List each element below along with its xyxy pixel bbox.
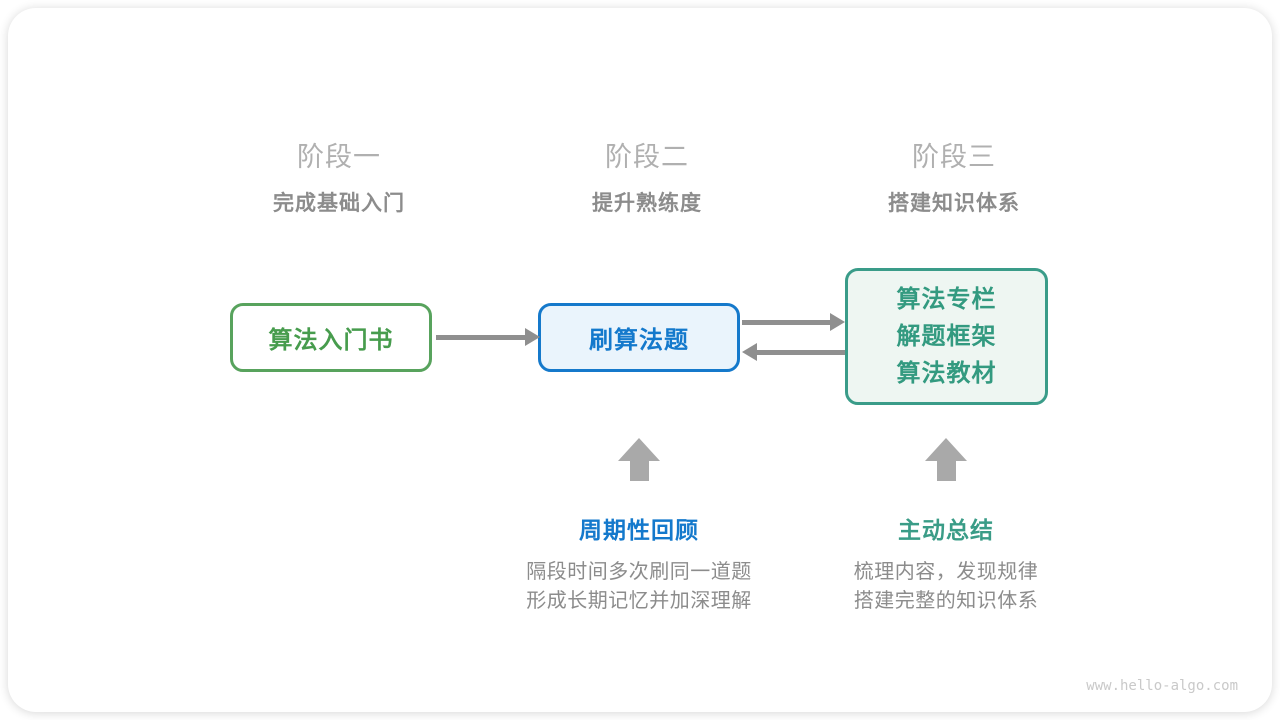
annotation-desc-line: 梳理内容，发现规律 — [853, 561, 1039, 583]
node-label: 解题框架 — [896, 323, 997, 350]
stage-title: 阶段二 — [605, 142, 689, 172]
annotation-desc-line: 搭建完整的知识体系 — [853, 590, 1039, 612]
up-arrow-icon — [617, 438, 661, 481]
node-intro-book: 算法入门书 — [230, 303, 432, 372]
annotation-desc-periodic-review: 隔段时间多次刷同一道题 形成长期记忆并加深理解 — [469, 558, 809, 616]
diagram-canvas: 阶段一 完成基础入门 阶段二 提升熟练度 阶段三 搭建知识体系 算法入门书 刷算… — [8, 8, 1272, 712]
stage-title: 阶段一 — [297, 142, 381, 172]
node-label: 刷算法题 — [589, 327, 689, 354]
node-label: 算法专栏 — [896, 286, 997, 313]
node-knowledge-resources: 算法专栏 解题框架 算法教材 — [845, 268, 1048, 405]
stage-subtitle: 提升熟练度 — [592, 192, 702, 215]
up-arrow-icon — [924, 438, 968, 481]
stage-subtitle: 搭建知识体系 — [888, 192, 1020, 215]
stage-title: 阶段三 — [912, 142, 996, 172]
node-label: 算法入门书 — [268, 327, 394, 354]
annotation-desc-line: 隔段时间多次刷同一道题 — [526, 561, 752, 583]
annotation-label-active-summary: 主动总结 — [898, 517, 994, 543]
node-practice-problems: 刷算法题 — [538, 303, 740, 372]
node-label: 算法教材 — [896, 360, 997, 387]
annotation-label-periodic-review: 周期性回顾 — [579, 517, 699, 543]
annotation-desc-line: 形成长期记忆并加深理解 — [526, 590, 752, 612]
annotation-desc-active-summary: 梳理内容，发现规律 搭建完整的知识体系 — [776, 558, 1116, 616]
watermark: www.hello-algo.com — [1086, 678, 1238, 694]
stage-subtitle: 完成基础入门 — [273, 192, 405, 215]
